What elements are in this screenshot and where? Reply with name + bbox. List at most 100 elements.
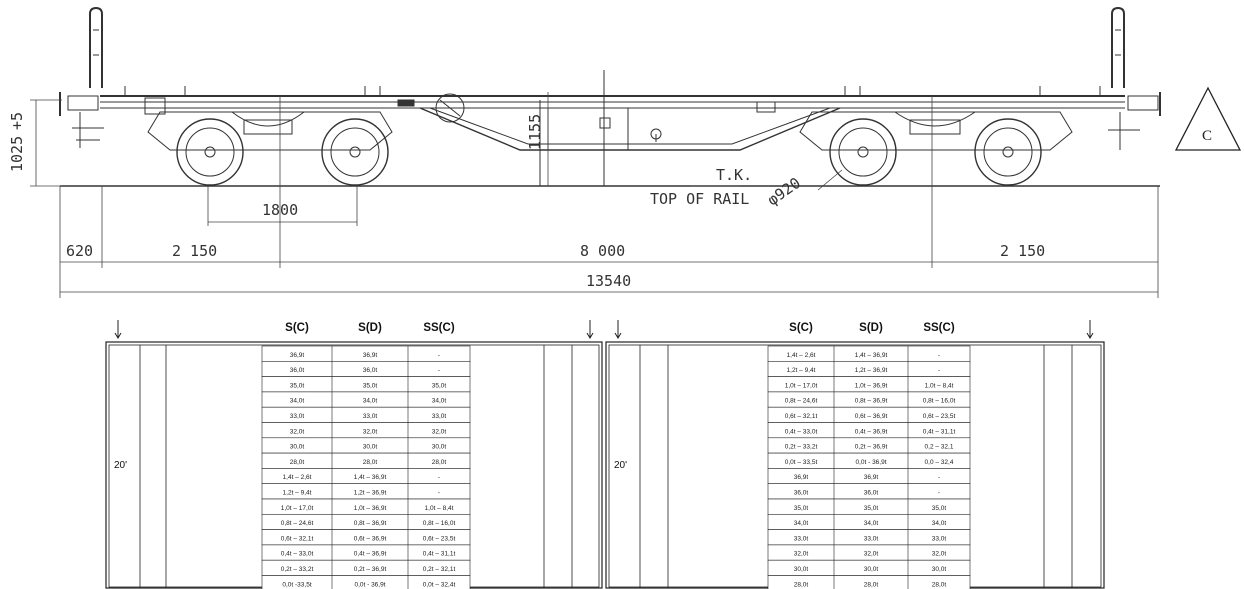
- table-cell: 0,8t – 36,9t: [354, 520, 387, 527]
- wheel-4: [975, 119, 1041, 185]
- table-cell: 30,0t: [794, 566, 809, 573]
- bogie-centres-text: 8 000: [580, 242, 625, 260]
- table-cell: 1,4t – 36,9t: [354, 474, 387, 481]
- table-cell: 32,0t: [864, 551, 879, 558]
- table-cell: -: [938, 352, 940, 359]
- column-header: S(D): [859, 322, 883, 334]
- table-cell: 32,0t: [363, 428, 378, 435]
- arrow-marker: [115, 320, 121, 338]
- table-cell: 32,0t: [432, 428, 447, 435]
- table-cell: 1,2t – 36,9t: [855, 367, 888, 374]
- table-cell: 36,9t: [794, 474, 809, 481]
- table-cell: 1,2t – 9,4t: [283, 490, 312, 497]
- table-cell: 0,2t – 33,2t: [281, 566, 314, 573]
- table-cell: -: [438, 490, 440, 497]
- table-cell: 35,0t: [864, 505, 879, 512]
- table-cell: -: [938, 490, 940, 497]
- table-cell: 34,0t: [363, 398, 378, 405]
- table-cell: 1,0t – 17,0t: [785, 382, 818, 389]
- table-cell: 0,4t – 31,1t: [423, 551, 456, 558]
- table-cell: 35,0t: [432, 382, 447, 389]
- table-cell: 0,2t – 32,1t: [423, 566, 456, 573]
- right-handrail: [1112, 8, 1124, 88]
- table-cell: 33,0t: [290, 413, 305, 420]
- table-cell: 0,6t – 36,9t: [855, 413, 888, 420]
- table-cell: 0,6t – 36,9t: [354, 535, 387, 542]
- table-cell: 1,4t – 2,6t: [787, 352, 816, 359]
- column-header: SS(C): [923, 322, 954, 334]
- table-cell: 0,4t – 36,9t: [855, 428, 888, 435]
- table-cell: 32,0t: [290, 428, 305, 435]
- table-cell: 28,0t: [363, 459, 378, 466]
- arrow-marker: [1087, 320, 1093, 338]
- table-cell: 36,0t: [290, 367, 305, 374]
- container-size-label: 20': [114, 460, 127, 471]
- table-cell: 30,0t: [363, 444, 378, 451]
- table-cell: 28,0t: [290, 459, 305, 466]
- wheel-dia-text: φ920: [764, 174, 804, 209]
- wagon-frame: [100, 70, 1125, 186]
- wheelbase-text: 1800: [262, 201, 298, 219]
- arrow-marker: [615, 320, 621, 338]
- table-cell: 0,4t – 33,0t: [785, 428, 818, 435]
- table-cell: 36,9t: [363, 352, 378, 359]
- column-header: S(C): [285, 322, 309, 334]
- table-cell: 0,0t – 32,4t: [423, 581, 456, 588]
- table-cell: 30,0t: [932, 566, 947, 573]
- table-cell: 34,0t: [794, 520, 809, 527]
- arrow-marker: [587, 320, 593, 338]
- table-cell: 0,2 – 32,1: [925, 444, 954, 451]
- wheel-1: [177, 119, 243, 185]
- table-cell: 0,4t – 31,1t: [923, 428, 956, 435]
- column-header: S(C): [789, 322, 813, 334]
- deck-height-text: 1155: [526, 114, 544, 150]
- overhang-text: 620: [66, 242, 93, 260]
- wheel-2: [322, 119, 388, 185]
- table-cell: 0,2t – 36,9t: [354, 566, 387, 573]
- table-cell: 35,0t: [794, 505, 809, 512]
- table-cell: 0,2t – 33,2t: [785, 444, 818, 451]
- table-cell: 30,0t: [864, 566, 879, 573]
- table-cell: 0,6t – 32,1t: [281, 535, 314, 542]
- table-cell: 0,6t – 23,5t: [923, 413, 956, 420]
- gauge-triangle: C: [1176, 88, 1240, 150]
- table-cell: -: [438, 352, 440, 359]
- table-cell: 0,8t – 16,0t: [923, 398, 956, 405]
- table-cell: 0,0t – 33,5t: [785, 459, 818, 466]
- table-cell: 1,0t – 36,9t: [855, 382, 888, 389]
- table-cell: 35,0t: [290, 382, 305, 389]
- table-cell: 1,0t – 17,0t: [281, 505, 314, 512]
- top-of-rail-label: TOP OF RAIL: [650, 190, 749, 208]
- table-cell: 0,0t - 36,9t: [855, 459, 886, 466]
- height-dim-text: 1025: [8, 136, 26, 172]
- column-header: S(D): [358, 322, 382, 334]
- table-cell: -: [938, 474, 940, 481]
- table-cell: 36,0t: [794, 490, 809, 497]
- table-cell: 0,0t - 36,9t: [354, 581, 385, 588]
- bogie-offset-right-text: 2 150: [1000, 242, 1045, 260]
- table-cell: 1,0t – 8,4t: [425, 505, 454, 512]
- table-cell: 1,0t – 36,9t: [354, 505, 387, 512]
- table-cell: -: [438, 474, 440, 481]
- table-cell: 1,2t – 9,4t: [787, 367, 816, 374]
- table-cell: 1,2t – 36,9t: [354, 490, 387, 497]
- table-cell: 0,6t – 32,1t: [785, 413, 818, 420]
- table-cell: 33,0t: [932, 535, 947, 542]
- table-cell: 1,4t – 2,6t: [283, 474, 312, 481]
- table-cell: 28,0t: [932, 581, 947, 588]
- table-cell: 0,8t – 24,6t: [281, 520, 314, 527]
- table-cell: 0,8t – 36,9t: [855, 398, 888, 405]
- table-cell: 32,0t: [932, 551, 947, 558]
- table-cell: 0,0t -33,5t: [282, 581, 311, 588]
- right-buffers: [1108, 92, 1160, 150]
- table-cell: 36,9t: [864, 474, 879, 481]
- table-cell: 33,0t: [363, 413, 378, 420]
- table-cell: 34,0t: [932, 520, 947, 527]
- table-cell: 30,0t: [432, 444, 447, 451]
- height-tol-text: +5: [8, 112, 26, 130]
- table-cell: 0,8t – 16,0t: [423, 520, 456, 527]
- table-cell: -: [438, 367, 440, 374]
